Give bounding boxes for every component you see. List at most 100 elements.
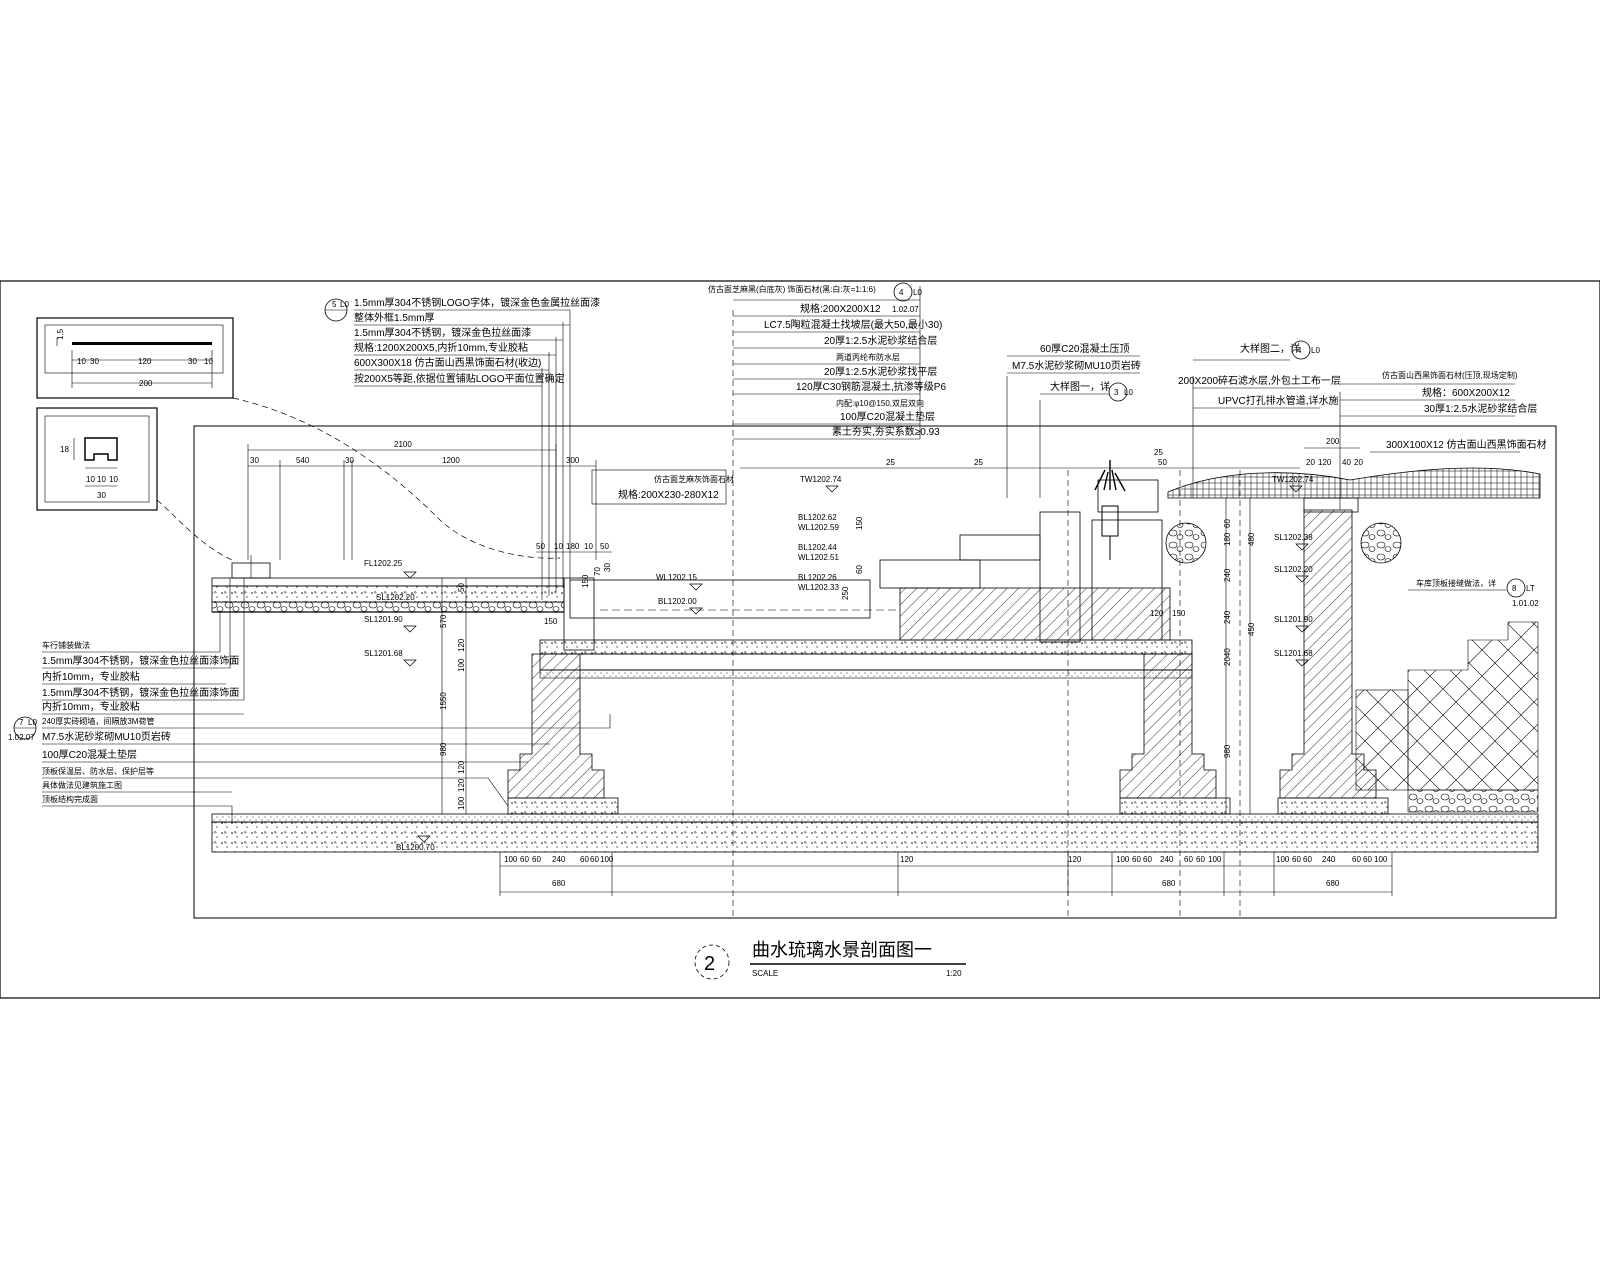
dim-b60k: 60 — [1352, 855, 1361, 864]
logo-dim-30a: 30 — [90, 357, 99, 366]
callout-8-sheet: 1.01.02 — [1512, 599, 1539, 608]
dim-2100: 2100 — [394, 440, 412, 449]
notes-top-right-b: 大样图二，详 4 L0 200X200碎石滤水层,外包土工布一层 UPVC打孔排… — [1178, 340, 1341, 409]
note-left-6: 240厚实砖砌墙，间隔放3M荷管 — [42, 716, 154, 726]
note-left-10: 具体做法见建筑施工图 — [42, 780, 122, 790]
dim-v100a: 100 — [457, 658, 466, 672]
elev-bl-c: BL1202.44 — [798, 543, 837, 552]
dim-v2040: 2040 — [1223, 648, 1232, 666]
dim-40: 40 — [1342, 458, 1351, 467]
dim-120a: 120 — [1318, 458, 1332, 467]
dim-v450: 450 — [1247, 622, 1256, 636]
callout-5-ref: L0 — [340, 300, 349, 309]
note-cap-stone-3: 30厚1:2.5水泥砂浆结合层 — [1424, 402, 1537, 415]
elev-fl: FL1202.25 — [364, 559, 403, 568]
base-slab — [211, 813, 1539, 853]
dim-10a: 10 — [554, 542, 563, 551]
title-scale-value: 1:20 — [946, 969, 962, 978]
detail-link-a — [232, 397, 561, 559]
detail-logo-box: 10 30 120 30 10 200 1.5 — [36, 317, 234, 399]
channel-dim-30: 30 — [97, 491, 106, 500]
note-logo-1: 1.5mm厚304不锈钢LOGO字体，镀深金色金属拉丝面漆 — [354, 296, 600, 309]
dim-v240a: 240 — [1223, 568, 1232, 582]
channel-dim-18: 18 — [60, 445, 69, 454]
logo-dim-200: 200 — [139, 379, 153, 388]
dim-10b: 10 — [584, 542, 593, 551]
dim-v120b: 120 — [457, 760, 466, 774]
elev-sl-d: SL1202.38 — [1274, 533, 1313, 542]
dim-v570: 570 — [439, 614, 448, 628]
note-coping-1: 60厚C20混凝土压顶 — [1040, 342, 1129, 355]
dim-b60d: 60 — [590, 855, 599, 864]
sheet-frame — [0, 280, 1600, 999]
dim-540: 540 — [296, 456, 310, 465]
note-logo-4: 规格:1200X200X5,内折10mm,专业胶粘 — [354, 341, 528, 354]
dim-v150b: 150 — [855, 516, 864, 530]
dim-20b: 20 — [1354, 458, 1363, 467]
pond-structure — [539, 479, 1193, 679]
dim-30a: 30 — [250, 456, 259, 465]
label-garage-joint: 车库顶板接缝做法，详 — [1416, 578, 1496, 588]
elev-sl-b: SL1201.90 — [364, 615, 403, 624]
dim-v100b: 100 — [457, 796, 466, 810]
fountain-spray — [1094, 460, 1126, 560]
note-stone-9: 100厚C20混凝土垫层 — [840, 410, 935, 423]
dim-v480: 480 — [1247, 532, 1256, 546]
channel-dim-10b: 10 — [97, 475, 106, 484]
dim-v180: 180 — [1223, 532, 1232, 546]
dim-25a: 25 — [886, 458, 895, 467]
drawing-frame — [193, 425, 1557, 919]
dim-v980b: 980 — [1223, 744, 1232, 758]
label-stone-grey: 仿古面芝麻灰饰面石材 — [654, 474, 734, 484]
notes-top-right-c: 仿古面山西黑饰面石材(压顶,现场定制) 规格：600X200X12 30厚1:2… — [1340, 370, 1547, 453]
dim-b240c: 240 — [1322, 855, 1336, 864]
dim-150a: 150 — [544, 617, 558, 626]
dim-v240b: 240 — [1223, 610, 1232, 624]
dim-v1550: 1550 — [439, 692, 448, 710]
dim-b60a: 60 — [520, 855, 529, 864]
dim-50c: 50 — [1158, 458, 1167, 467]
note-stone-2: 规格:200X200X12 — [800, 302, 881, 315]
callout-3-ref: L0 — [1124, 388, 1133, 397]
note-cap-stone-2: 规格：600X200X12 — [1422, 386, 1510, 399]
elev-bl-d: BL1202.26 — [798, 573, 837, 582]
note-stone-3: LC7.5陶粒混凝土找坡层(最大50,最小30) — [764, 318, 942, 331]
dim-b240b: 240 — [1160, 855, 1174, 864]
note-left-7: M7.5水泥砂浆砌MU10页岩砖 — [42, 730, 171, 743]
garage-label: 车库顶板接缝做法，详 8 LT 1.01.02 — [1408, 578, 1539, 608]
elev-bl-a: BL1202.00 — [658, 597, 697, 606]
middle-pier — [1119, 653, 1231, 815]
left-pier — [507, 653, 619, 815]
dims-bottom: 100 60 60 240 60 60 100 680 120 120 100 … — [499, 852, 1393, 896]
dim-b60e: 60 — [1132, 855, 1141, 864]
elevation-markers: FL1202.25 SL1202.20 SL1201.90 SL1201.68 … — [364, 475, 1314, 852]
dim-1200: 1200 — [442, 456, 460, 465]
callout-7: 7 L0 1.02.07 — [8, 716, 37, 742]
dim-b60c: 60 — [580, 855, 589, 864]
label-detail-one: 大样图一，详 — [1050, 380, 1110, 393]
note-left-3: 内折10mm，专业胶粘 — [42, 670, 140, 683]
dim-v70: 70 — [593, 567, 602, 576]
elev-sl-c: SL1201.68 — [364, 649, 403, 658]
callout-4: 4 L0 1.02.07 — [892, 282, 922, 314]
callout-5: 5 L0 — [324, 298, 349, 322]
note-detail-two: 大样图二，详 — [1240, 342, 1300, 355]
channel-dim-10a: 10 — [86, 475, 95, 484]
logo-dim-10a: 10 — [77, 357, 86, 366]
dim-180: 180 — [566, 542, 580, 551]
label-300x100-stone: 300X100X12 仿古面山西黑饰面石材 — [1386, 438, 1547, 451]
elev-wl-a: WL1202.15 — [656, 573, 697, 582]
callout-4-num: 4 — [899, 288, 904, 297]
right-wall — [1277, 497, 1389, 815]
dim-b100e: 100 — [1276, 855, 1290, 864]
elev-wl-b: WL1202.59 — [798, 523, 839, 532]
dim-300: 300 — [566, 456, 580, 465]
callout-7-ref: L0 — [28, 718, 37, 727]
elev-sl-f: SL1201.90 — [1274, 615, 1313, 624]
dim-v150a: 150 — [581, 574, 590, 588]
dim-v30: 30 — [603, 563, 612, 572]
dim-b60f: 60 — [1143, 855, 1152, 864]
dim-b240a: 240 — [552, 855, 566, 864]
note-logo-3: 1.5mm厚304不锈钢，镀深金色拉丝面漆 — [354, 326, 531, 339]
dim-b120a: 120 — [900, 855, 914, 864]
